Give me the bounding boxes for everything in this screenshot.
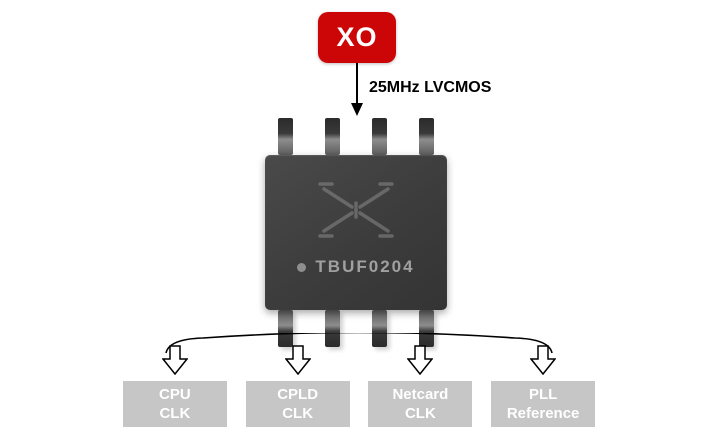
down-arrow-icon (407, 345, 434, 375)
output-label-line2: CLK (404, 405, 436, 422)
output-box-pll-reference: PLL Reference (491, 381, 596, 427)
chip-pin (278, 118, 293, 155)
chip-logo-icon (318, 182, 394, 238)
pin1-indicator-dot (297, 262, 307, 272)
input-arrow-icon (351, 63, 363, 116)
chip-pin (372, 310, 387, 347)
chip-pin (325, 310, 340, 347)
output-label-line1: PLL (528, 385, 558, 403)
output-loads: CPU CLK CPLD CLK Netcard CLK (122, 345, 596, 427)
signal-label: 25MHz LVCMOS (369, 79, 492, 96)
down-arrow-icon (530, 345, 557, 375)
down-arrow-icon (161, 345, 188, 375)
fanout-brace (165, 333, 553, 354)
output-column-netcard: Netcard CLK (368, 345, 474, 427)
output-label-line1: CPU (159, 385, 191, 403)
output-column-cpu: CPU CLK (122, 345, 228, 427)
output-box-cpu-clk: CPU CLK (122, 381, 227, 427)
chip-pin (325, 118, 340, 155)
output-column-pll: PLL Reference (490, 345, 596, 427)
chip-marking: TBUF0204 (265, 257, 447, 277)
output-label-line2: CLK (282, 405, 314, 422)
output-box-netcard-clk: Netcard CLK (368, 381, 473, 427)
output-label-line2: CLK (159, 405, 191, 422)
chip-pin (419, 118, 434, 155)
xo-source-box: XO (318, 12, 396, 63)
chip-pin (278, 310, 293, 347)
chip-top-pins (265, 118, 447, 155)
output-label-line2: Reference (506, 405, 580, 422)
chip-body: TBUF0204 (265, 155, 447, 310)
chip-pin (372, 118, 387, 155)
chip-part-number: TBUF0204 (315, 257, 415, 276)
output-column-cpld: CPLD CLK (245, 345, 351, 427)
down-arrow-icon (284, 345, 311, 375)
clock-buffer-chip: TBUF0204 (265, 118, 447, 347)
xo-source-label: XO (336, 22, 378, 52)
chip-bottom-pins (265, 310, 447, 347)
output-label-line1: CPLD (277, 385, 319, 403)
output-box-cpld-clk: CPLD CLK (245, 381, 350, 427)
output-label-line1: Netcard (392, 385, 449, 403)
chip-pin (419, 310, 434, 347)
